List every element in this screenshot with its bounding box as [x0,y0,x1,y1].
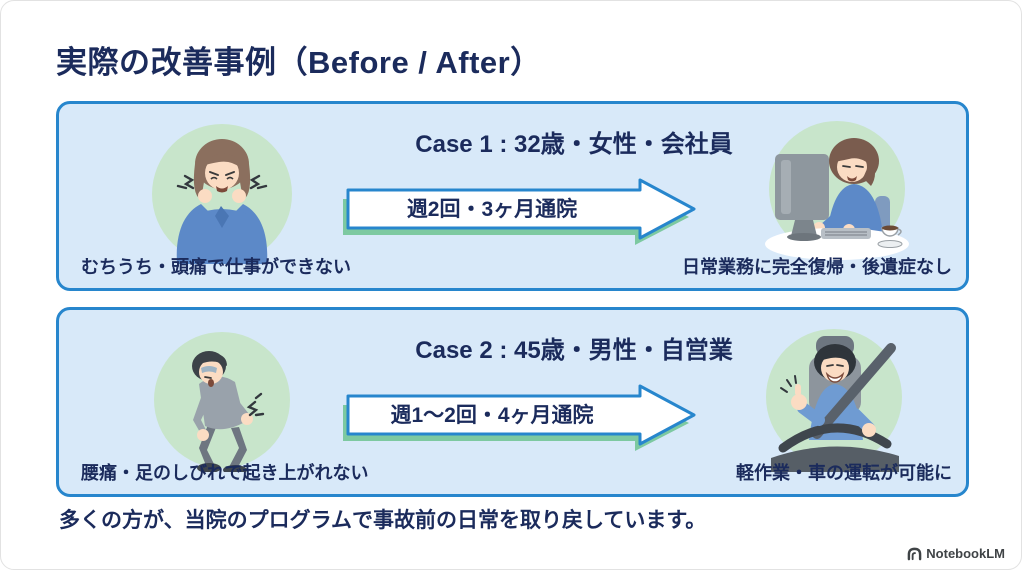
notebooklm-logo-icon [907,547,922,561]
case-1-panel: Case 1 : 32歳・女性・会社員 週2回・3ヶ月通院 [56,101,969,291]
page-title: 実際の改善事例（Before / After） [56,45,542,80]
woman-with-neck-pain-illustration [147,116,297,266]
notebooklm-label: NotebookLM [926,546,1005,561]
case-1-arrow: 週2回・3ヶ月通院 [342,176,704,246]
case-2-arrow: 週1〜2回・4ヶ月通院 [342,382,704,452]
man-driving-car-illustration [759,322,909,472]
case-1-after-caption: 日常業務に完全復帰・後遺症なし [682,257,952,277]
summary-text: 多くの方が、当院のプログラムで事故前の日常を取り戻しています。 [59,509,707,532]
case-2-panel: Case 2 : 45歳・男性・自営業 週1〜2回・4ヶ月通院 [56,307,969,497]
notebooklm-branding: NotebookLM [907,546,1005,561]
case-1-before-caption: むちうち・頭痛で仕事ができない [81,257,351,277]
woman-working-at-computer-illustration [759,116,909,266]
man-with-back-pain-illustration [147,322,297,472]
case-2-after-caption: 軽作業・車の運転が可能に [736,463,952,483]
case-2-arrow-label: 週1〜2回・4ヶ月通院 [390,404,594,427]
case-1-heading: Case 1 : 32歳・女性・会社員 [415,131,733,158]
case-2-heading: Case 2 : 45歳・男性・自営業 [415,337,733,364]
case-2-before-caption: 腰痛・足のしびれで起き上がれない [81,463,369,483]
case-1-arrow-label: 週2回・3ヶ月通院 [406,198,578,221]
